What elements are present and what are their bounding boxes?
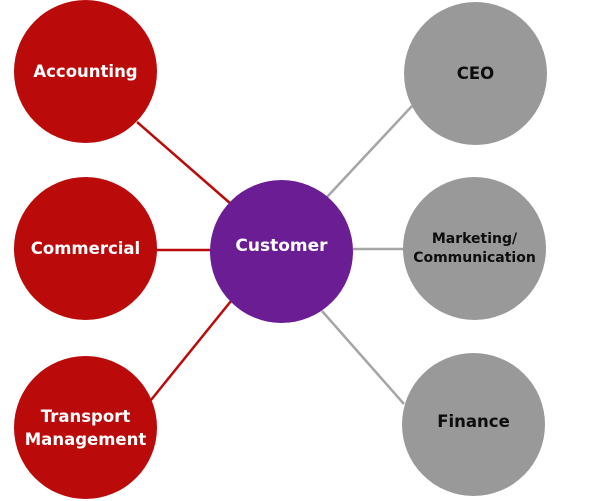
- link-ceo-customer: [326, 105, 413, 198]
- node-label: Accounting: [33, 62, 138, 81]
- node-label: Customer: [235, 236, 328, 256]
- node-label: CEO: [456, 64, 495, 83]
- node-label-line-1: Transport: [40, 406, 131, 426]
- link-finance-customer: [321, 310, 405, 405]
- node-customer: Customer: [210, 180, 353, 323]
- node-label-line-1: Marketing/: [431, 230, 518, 247]
- node-finance: Finance: [402, 353, 545, 496]
- node-commercial: Commercial: [14, 177, 157, 320]
- link-accounting-customer: [136, 121, 232, 205]
- node-label-line-2: Communication: [413, 249, 536, 266]
- node-label: Commercial: [30, 239, 141, 258]
- node-ceo: CEO: [404, 2, 547, 145]
- node-transport-management: Transport Management: [14, 356, 157, 499]
- node-marketing-communication: Marketing/ Communication: [403, 177, 546, 320]
- node-label: Finance: [437, 412, 510, 431]
- node-label-line-2: Management: [24, 429, 147, 449]
- link-transport-customer: [150, 300, 232, 401]
- node-accounting: Accounting: [14, 0, 157, 143]
